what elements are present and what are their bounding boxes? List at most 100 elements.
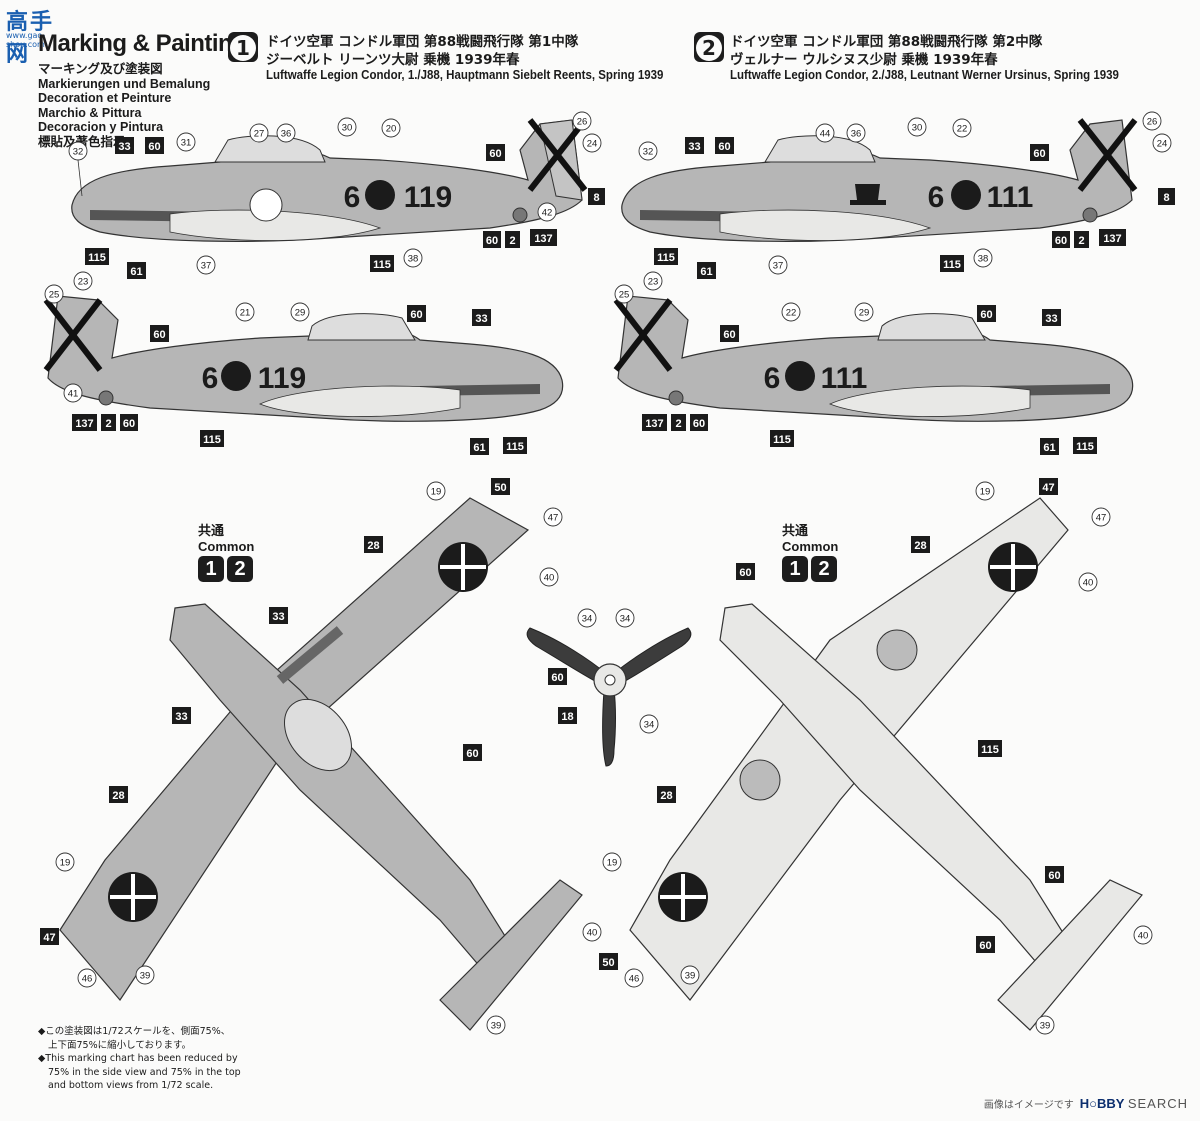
svg-text:19: 19	[980, 487, 991, 498]
page-subtitles: マーキング及び塗装図 Markierungen und Bemalung Dec…	[38, 62, 210, 149]
fuselage-code-2: 6	[928, 181, 945, 214]
svg-text:115: 115	[88, 252, 106, 264]
tailwheel-2-left	[668, 390, 684, 406]
tailwheel	[512, 207, 528, 223]
svg-text:36: 36	[281, 129, 292, 140]
svg-text:50: 50	[494, 482, 506, 494]
option-1-title-jp: ドイツ空軍 コンドル軍団 第88戦闘飛行隊 第1中隊	[266, 34, 579, 50]
svg-text:115: 115	[657, 252, 675, 264]
svg-text:8: 8	[1163, 192, 1169, 204]
svg-text:115: 115	[981, 744, 999, 756]
subtitle-fr: Decoration et Peinture	[38, 91, 172, 105]
fuselage-roundel-2	[951, 180, 981, 210]
option-2-side-view-right: 6 111	[621, 118, 1138, 242]
svg-text:25: 25	[619, 290, 630, 301]
option-1-badge: 1	[228, 32, 258, 62]
footer-brand-name: H○BBY	[1079, 1096, 1125, 1111]
scale-note: ◆この塗装図は1/72スケールを、側面75%、 上下面75%に縮小しております。…	[38, 1025, 248, 1093]
svg-text:33: 33	[175, 711, 187, 723]
svg-text:60: 60	[486, 235, 498, 247]
svg-text:34: 34	[620, 614, 631, 625]
svg-text:41: 41	[68, 389, 79, 400]
prop-blade-right	[611, 627, 692, 687]
svg-text:60: 60	[718, 141, 730, 153]
svg-text:42: 42	[542, 208, 553, 219]
bottom-roundel-right	[988, 542, 1038, 592]
svg-text:33: 33	[475, 313, 487, 325]
emblem	[249, 188, 283, 222]
svg-text:115: 115	[943, 259, 961, 271]
svg-text:23: 23	[78, 277, 89, 288]
note-jp-2: 上下面75%に縮小しております。	[48, 1039, 192, 1051]
svg-text:115: 115	[773, 434, 791, 446]
watermark-url: www.gao-shou.com	[6, 31, 46, 49]
svg-text:61: 61	[130, 266, 142, 278]
subtitle-cn: 標貼及著色指示	[38, 134, 126, 149]
svg-text:46: 46	[629, 974, 640, 985]
svg-text:39: 39	[1040, 1021, 1051, 1032]
note-en-3: and bottom views from 1/72 scale.	[48, 1080, 214, 1091]
common-jp-right: 共通	[782, 524, 809, 539]
wing-root	[169, 209, 382, 241]
footer-caption: 画像はイメージです	[983, 1100, 1074, 1111]
option-2-badge: 2	[694, 32, 724, 62]
note-jp-1: ◆この塗装図は1/72スケールを、側面75%、	[38, 1026, 231, 1037]
option-1-pilot-jp: ジーベルト リーンツ大尉 乗機 1939年春	[266, 52, 520, 68]
svg-text:137: 137	[75, 418, 93, 430]
svg-text:115: 115	[1076, 441, 1094, 453]
option-1-side-view-right: 6 119	[71, 118, 588, 242]
svg-text:60: 60	[148, 141, 160, 153]
svg-text:30: 30	[342, 123, 353, 134]
svg-text:60: 60	[466, 748, 478, 760]
fuselage-roundel-2-left	[785, 361, 815, 391]
svg-text:47: 47	[1042, 482, 1054, 494]
subtitle-es: Decoracion y Pintura	[38, 120, 164, 134]
svg-text:44: 44	[820, 129, 831, 140]
svg-text:61: 61	[1043, 442, 1055, 454]
svg-text:31: 31	[181, 138, 192, 149]
svg-text:34: 34	[582, 614, 593, 625]
svg-text:40: 40	[1138, 931, 1149, 942]
common-badge-1-right: 1	[782, 556, 808, 582]
svg-text:38: 38	[978, 254, 989, 265]
svg-text:47: 47	[1096, 513, 1107, 524]
svg-text:40: 40	[587, 928, 598, 939]
svg-text:47: 47	[43, 932, 55, 944]
svg-text:61: 61	[700, 266, 712, 278]
tailwheel-left	[98, 390, 114, 406]
canopy	[214, 135, 326, 163]
svg-text:39: 39	[491, 1021, 502, 1032]
svg-text:2: 2	[675, 418, 681, 430]
bottom-tailplane	[997, 879, 1143, 1031]
top-roundel-right	[438, 542, 488, 592]
svg-text:40: 40	[1083, 578, 1094, 589]
svg-text:60: 60	[410, 309, 422, 321]
canopy-left	[307, 313, 416, 341]
fuselage-roundel	[365, 180, 395, 210]
svg-text:21: 21	[240, 308, 251, 319]
svg-text:60: 60	[723, 329, 735, 341]
fuselage-code-2-left: 6	[764, 362, 781, 395]
svg-text:29: 29	[859, 308, 870, 319]
svg-text:28: 28	[660, 790, 672, 802]
svg-text:60: 60	[979, 940, 991, 952]
svg-text:33: 33	[272, 611, 284, 623]
option-2-side-view-left: 6 111	[613, 295, 1134, 422]
svg-text:33: 33	[118, 141, 130, 153]
svg-text:137: 137	[1103, 233, 1121, 245]
bottom-view	[629, 497, 1143, 1031]
subtitle-jp: マーキング及び塗装図	[38, 62, 163, 76]
svg-text:36: 36	[851, 129, 862, 140]
prop-blade-left	[526, 627, 609, 687]
svg-text:26: 26	[1147, 117, 1158, 128]
svg-text:60: 60	[551, 672, 563, 684]
fuselage-code: 6	[344, 181, 361, 214]
tailwheel-2	[1082, 207, 1098, 223]
top-wing	[59, 497, 530, 1001]
radiator-left	[739, 759, 781, 801]
svg-text:60: 60	[693, 418, 705, 430]
svg-text:27: 27	[254, 129, 265, 140]
svg-text:37: 37	[773, 261, 784, 272]
